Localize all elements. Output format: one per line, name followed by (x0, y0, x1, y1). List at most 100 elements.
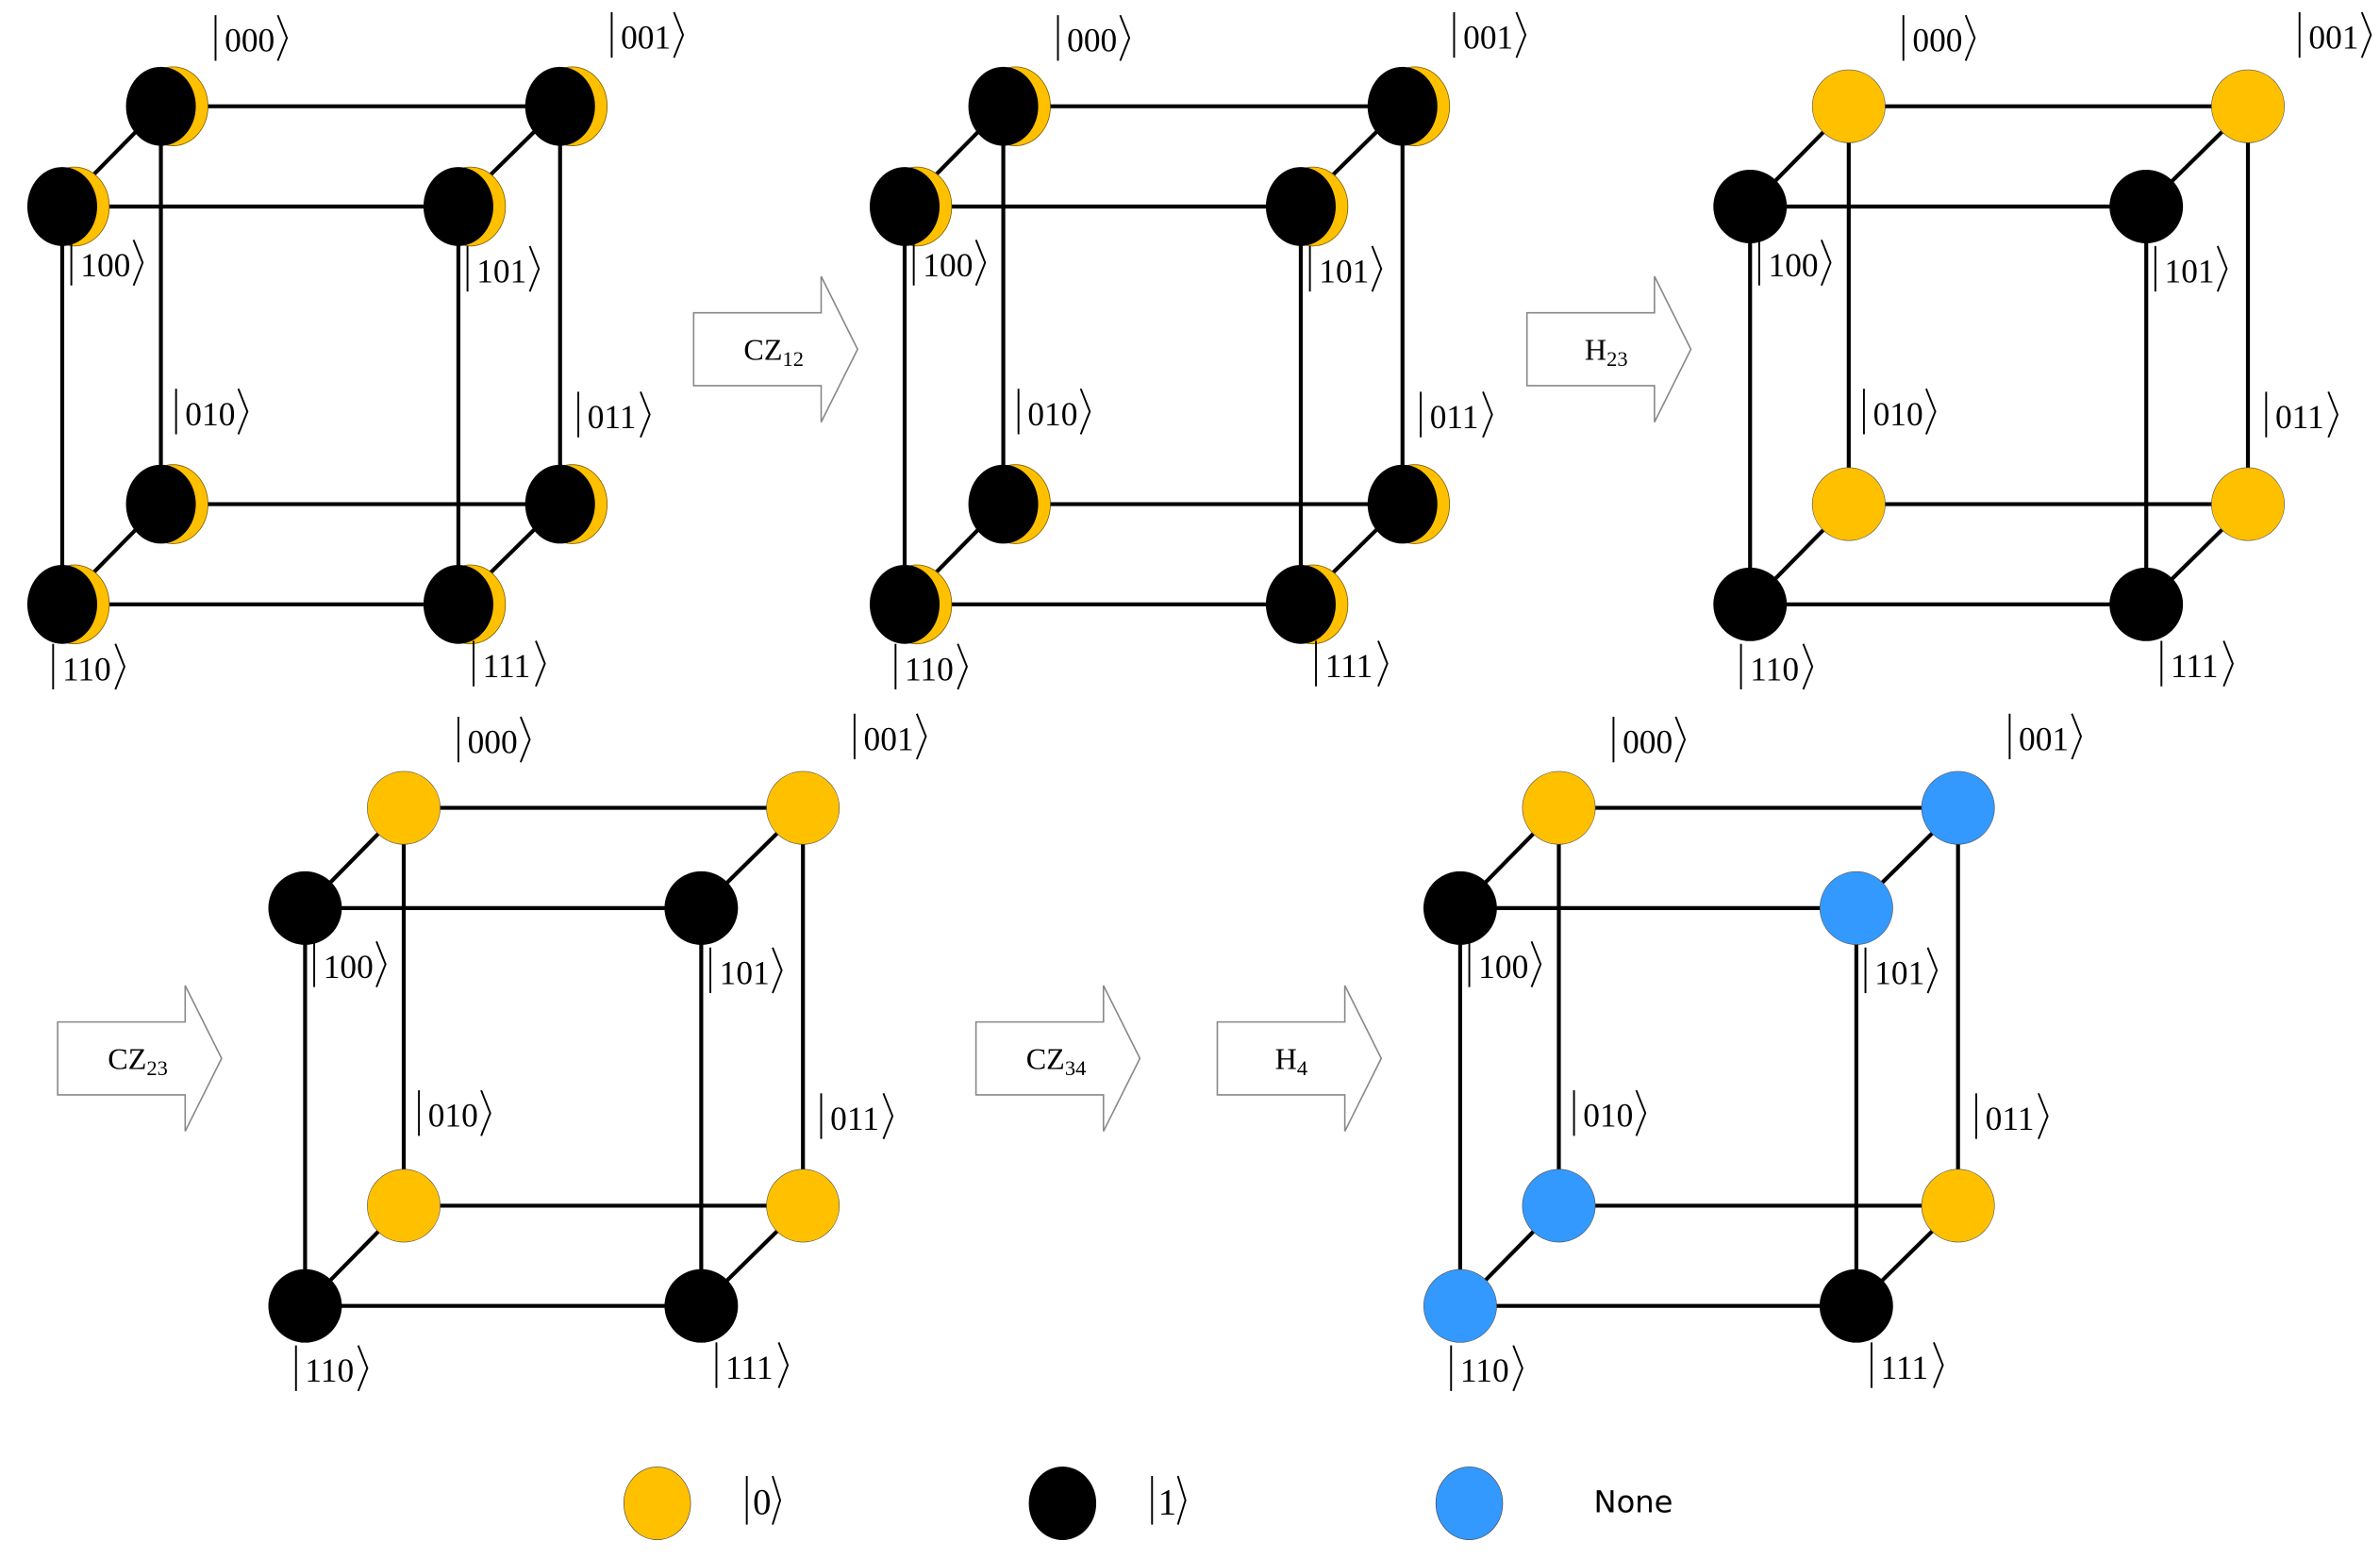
ket-angle (237, 388, 249, 435)
node-zero-disc (1921, 1168, 1995, 1243)
gate-arrow-cz23: CZ23 (57, 985, 223, 1132)
ket-label-text: 010 (1583, 1097, 1633, 1135)
node-one-disc (26, 564, 97, 644)
node-110 (1423, 1268, 1497, 1343)
node-one-disc (869, 167, 940, 246)
node-001 (766, 771, 840, 845)
ket-angle (114, 643, 125, 690)
ket-label-010: 010 (1017, 388, 1091, 435)
arrow-shape (1216, 985, 1383, 1132)
ket-label-001: 001 (2298, 11, 2372, 58)
ket-angle (882, 1092, 894, 1139)
node-one-disc (1423, 870, 1497, 945)
node-101 (664, 870, 739, 945)
ket-angle (1635, 1089, 1647, 1136)
ket-angle (1933, 1342, 1944, 1389)
gate-subscript: 4 (1297, 1056, 1307, 1080)
gate-base: H (1585, 333, 1606, 367)
node-one-disc (2109, 170, 2184, 243)
arrow-shape (692, 275, 859, 423)
ket-label-text: 100 (80, 246, 130, 284)
gate-base: CZ (108, 1042, 146, 1076)
node-one-disc (2109, 567, 2184, 641)
ket-angle (974, 240, 987, 287)
ket-angle (375, 940, 387, 987)
cube-nodes (26, 66, 608, 645)
ket-label-text: 100 (1769, 246, 1819, 284)
arrow-shape (974, 985, 1141, 1132)
ket-label-text: 100 (324, 948, 374, 986)
gate-label: H23 (1585, 333, 1628, 371)
ket-label-010: 010 (175, 388, 249, 435)
ket-label-text: 111 (1325, 647, 1373, 685)
cube-nodes (869, 66, 1451, 645)
ket-label-text: 000 (1912, 22, 1962, 59)
ket-label-text: 001 (864, 720, 914, 757)
node-none-disc (1819, 870, 1893, 945)
node-one-disc (1713, 567, 1788, 641)
legend-label: 1 (1158, 1483, 1176, 1522)
node-110 (268, 1268, 342, 1343)
ket-label-text: 100 (1478, 948, 1528, 986)
node-one-disc (1265, 564, 1336, 644)
ket-label-text: 011 (2275, 398, 2324, 436)
ket-label-text: 110 (1460, 1351, 1509, 1389)
ket-label-101: 101 (2154, 245, 2228, 292)
ket-label-text: 010 (1873, 395, 1923, 433)
legend-swatch-none (1435, 1467, 1504, 1541)
node-011 (2211, 467, 2285, 541)
ket-label-text: 000 (1067, 22, 1117, 59)
ket-angle (276, 14, 289, 61)
arrow-shape (57, 985, 223, 1132)
gate-label: CZ12 (743, 333, 804, 371)
ket-angle (1176, 1475, 1187, 1525)
node-one-disc (869, 564, 940, 644)
node-011 (1367, 464, 1451, 544)
node-none-disc (1522, 1168, 1596, 1243)
node-one-disc (524, 66, 595, 146)
node-100 (1423, 870, 1497, 945)
ket-angle (1926, 947, 1939, 994)
node-one-disc (1713, 170, 1788, 243)
ket-angle (2222, 640, 2234, 688)
ket-angle (1802, 643, 1814, 690)
ket-label-001: 001 (610, 11, 685, 58)
node-000 (968, 66, 1051, 146)
ket-label-111: 111 (1315, 640, 1389, 688)
ket-angle (772, 1475, 782, 1525)
node-zero-disc (766, 771, 840, 845)
ket-angle (777, 1342, 790, 1389)
ket-angle (1482, 391, 1493, 439)
ket-label-000: 000 (1612, 716, 1687, 763)
ket-label-text: 011 (1430, 398, 1479, 436)
node-100 (268, 870, 342, 945)
node-zero-disc (1811, 69, 1886, 143)
node-101 (2109, 170, 2184, 243)
gate-label: H4 (1275, 1042, 1308, 1080)
node-100 (26, 166, 110, 247)
node-101 (423, 166, 507, 247)
node-001 (1921, 771, 1995, 845)
node-111 (423, 564, 507, 645)
arrow-shape (1525, 275, 1692, 423)
node-one-disc (26, 167, 97, 246)
node-111 (1819, 1268, 1893, 1343)
node-110 (1713, 567, 1788, 641)
gate-arrow-h4: H4 (1216, 985, 1383, 1132)
node-001 (524, 66, 608, 146)
ket-angle (480, 1089, 491, 1136)
gate-base: CZ (1026, 1042, 1065, 1076)
legend-item-one: 1 (1028, 1467, 1187, 1541)
gate-label: CZ34 (1026, 1042, 1087, 1080)
node-101 (1265, 166, 1349, 247)
ket-label-text: 100 (923, 246, 973, 284)
node-none-disc (1423, 1268, 1497, 1343)
ket-label-010: 010 (1862, 388, 1937, 435)
ket-label-text: 111 (725, 1349, 773, 1386)
ket-angle (1924, 388, 1937, 435)
node-100 (1713, 170, 1788, 243)
node-one-disc (125, 66, 196, 146)
